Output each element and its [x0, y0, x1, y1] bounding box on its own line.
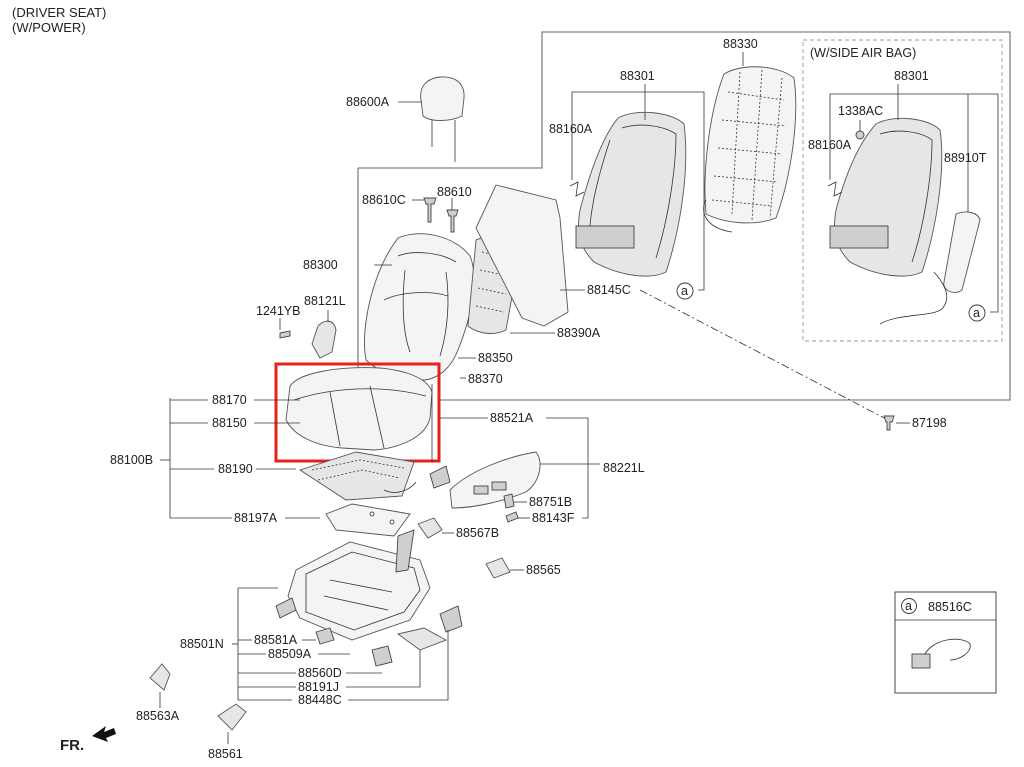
label-88221L: 88221L [603, 461, 645, 475]
back-cushion [364, 233, 475, 381]
headrest-guides [423, 197, 459, 233]
part-88561 [217, 703, 247, 731]
label-88565: 88565 [526, 563, 561, 577]
label-88100B: 88100B [110, 453, 153, 467]
label-88509A: 88509A [268, 647, 312, 661]
side-cover-bracket [279, 320, 337, 359]
headrest [420, 76, 465, 162]
label-88370: 88370 [468, 372, 503, 386]
ref-a-airbag-text: a [973, 306, 980, 320]
label-88610C: 88610C [362, 193, 406, 207]
label-88160A: 88160A [549, 122, 593, 136]
part-88581A [315, 627, 335, 645]
label-88121L: 88121L [304, 294, 346, 308]
label-88561: 88561 [208, 747, 243, 761]
label-88581A: 88581A [254, 633, 298, 647]
part-88191J [396, 627, 448, 651]
ref-a-main [676, 282, 694, 300]
label-88751B: 88751B [529, 495, 572, 509]
label-88145C: 88145C [587, 283, 631, 297]
inner-bracket [429, 465, 451, 489]
label-1338AC: 1338AC [838, 104, 883, 118]
label-88448C: 88448C [298, 693, 342, 707]
inset-ref-symbol: a [905, 599, 912, 613]
label-1241YB: 1241YB [256, 304, 300, 318]
side-airbag-module [879, 211, 981, 325]
part-88560D [371, 645, 393, 667]
label-88560D: 88560D [298, 666, 342, 680]
label-88390A: 88390A [557, 326, 601, 340]
label-88300: 88300 [303, 258, 338, 272]
label-88301-airbag: 88301 [894, 69, 929, 83]
back-frame [569, 111, 687, 277]
cushion-pad [298, 451, 417, 501]
label-88170: 88170 [212, 393, 247, 407]
label-88190: 88190 [218, 462, 253, 476]
side-shield [449, 451, 541, 509]
label-88330: 88330 [723, 37, 758, 51]
diagram-header-line-2: (W/POWER) [12, 20, 86, 35]
label-88600A: 88600A [346, 95, 390, 109]
back-board [475, 184, 569, 327]
front-direction-label: FR. [60, 737, 84, 754]
seat-track-frame [275, 529, 463, 641]
part-88567B [417, 517, 443, 539]
cushion-plate [325, 503, 411, 537]
inset-part-label: 88516C [928, 600, 972, 614]
label-88563A: 88563A [136, 709, 180, 723]
ref-a-airbag [968, 304, 986, 322]
label-88150: 88150 [212, 416, 247, 430]
part-88563A [149, 663, 171, 691]
seatback-group-frame [357, 31, 1011, 401]
side-airbag-box [802, 39, 1003, 342]
airbag-back-frame [827, 117, 943, 277]
label-88501N: 88501N [180, 637, 224, 651]
label-88143F: 88143F [532, 511, 575, 525]
front-arrow-icon [92, 726, 116, 742]
label-88301: 88301 [620, 69, 655, 83]
side-airbag-label: (W/SIDE AIR BAG) [810, 46, 916, 60]
label-87198: 87198 [912, 416, 947, 430]
ref-a-main-text: a [681, 284, 688, 298]
label-88197A: 88197A [234, 511, 278, 525]
diagram-header-line-1: (DRIVER SEAT) [12, 5, 107, 20]
label-88191J: 88191J [298, 680, 339, 694]
label-88610: 88610 [437, 185, 472, 199]
label-88350: 88350 [478, 351, 513, 365]
part-88565 [485, 557, 511, 579]
seatback-net [703, 66, 797, 233]
label-88910T: 88910T [944, 151, 987, 165]
inset-88516C [894, 591, 997, 694]
label-88521A: 88521A [490, 411, 534, 425]
seat-cushion [285, 367, 433, 451]
label-88160A-airbag: 88160A [808, 138, 852, 152]
label-88567B: 88567B [456, 526, 499, 540]
